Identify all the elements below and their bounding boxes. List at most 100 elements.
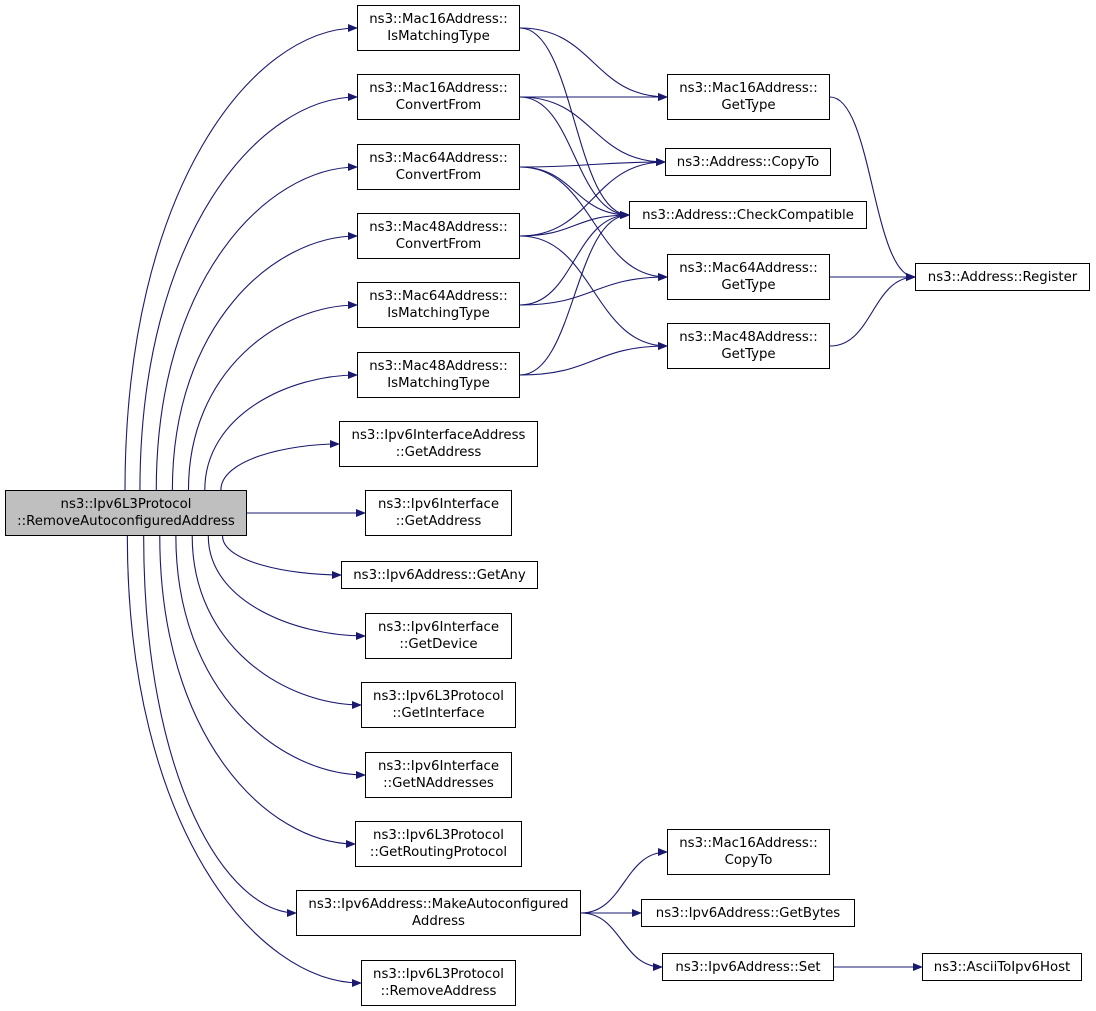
node-label-line: ns3::Mac48Address:: (369, 220, 508, 235)
node-label-line: ns3::Ipv6L3Protocol (373, 828, 504, 843)
node-label-line: ::GetDevice (399, 637, 478, 652)
edge-root-to-ipv6l3-get-routing-protocol (159, 535, 356, 848)
node-label-line: ns3::Ipv6Interface (378, 759, 499, 774)
node-ipv6-address-get-bytes[interactable]: ns3::Ipv6Address::GetBytes (641, 899, 855, 927)
node-mac64-is-matching-type[interactable]: ns3::Mac64Address::IsMatchingType (357, 282, 520, 328)
node-label-line: ConvertFrom (395, 168, 482, 183)
edge-mac16-is-matching-type-to-mac16-get-type (519, 27, 668, 101)
node-label-line: ns3::Mac16Address:: (369, 12, 508, 27)
node-label-line: IsMatchingType (387, 376, 490, 391)
edge-mac48-get-type-to-address-register (829, 273, 916, 347)
node-mac64-get-type[interactable]: ns3::Mac64Address::GetType (667, 254, 830, 300)
edge-root-to-ipv6-address-get-any (221, 535, 342, 579)
node-ipv6-address-set[interactable]: ns3::Ipv6Address::Set (662, 953, 834, 981)
edge-ipv6-address-make-autoconfigured-to-mac16-copy-to (580, 848, 668, 914)
node-ascii-to-ipv6-host[interactable]: ns3::AsciiToIpv6Host (922, 953, 1082, 981)
node-mac48-convert-from[interactable]: ns3::Mac48Address::ConvertFrom (357, 213, 520, 259)
node-address-copy-to[interactable]: ns3::Address::CopyTo (665, 148, 831, 176)
node-ipv6l3-remove-address[interactable]: ns3::Ipv6L3Protocol::RemoveAddress (361, 960, 516, 1006)
node-label-line: ns3::Ipv6L3Protocol (60, 497, 192, 512)
node-label-line: ConvertFrom (395, 98, 482, 113)
edge-ipv6-address-make-autoconfigured-to-ipv6-address-set (580, 912, 663, 971)
node-label-line: ns3::Ipv6InterfaceAddress (351, 428, 526, 443)
node-label-line: ns3::Mac48Address:: (369, 359, 508, 374)
node-label-line: ::RemoveAutoconfiguredAddress (17, 514, 235, 529)
edge-mac16-is-matching-type-to-address-check-compatible (519, 27, 630, 219)
node-mac16-copy-to[interactable]: ns3::Mac16Address::CopyTo (667, 829, 830, 875)
edge-root-to-mac16-is-matching-type (124, 24, 358, 491)
node-label-line: ns3::Ipv6Interface (378, 620, 499, 635)
node-label-line: ::GetRoutingProtocol (369, 845, 508, 860)
edge-root-to-mac16-convert-from (139, 93, 358, 491)
node-mac48-get-type[interactable]: ns3::Mac48Address::GetType (667, 323, 830, 369)
node-ipv6-interface-get-device[interactable]: ns3::Ipv6Interface::GetDevice (365, 613, 512, 659)
edge-root-to-ipv6-interface-get-device (207, 535, 366, 640)
node-ipv6-interface-get-n-addresses[interactable]: ns3::Ipv6Interface::GetNAddresses (365, 752, 512, 798)
node-label-line: ns3::Address::Register (927, 269, 1078, 285)
node-label-line: ns3::Address::CopyTo (676, 154, 820, 170)
node-label-line: ns3::Mac48Address:: (679, 330, 818, 345)
node-ipv6-interface-address-get-address[interactable]: ns3::Ipv6InterfaceAddress::GetAddress (339, 421, 538, 467)
edge-root-to-ipv6-address-make-autoconfigured (143, 535, 297, 917)
node-label-line: ns3::Ipv6Address::Set (675, 959, 821, 975)
node-label-line: GetType (721, 278, 776, 293)
node-label-line: ns3::Ipv6Address::MakeAutoconfigured (308, 897, 569, 912)
node-address-check-compatible[interactable]: ns3::Address::CheckCompatible (629, 201, 867, 229)
node-label-line: ::GetAddress (395, 514, 482, 529)
edge-root-to-mac64-is-matching-type (187, 301, 358, 491)
node-ipv6-interface-get-address[interactable]: ns3::Ipv6Interface::GetAddress (365, 490, 512, 536)
node-label-line: ::GetAddress (395, 445, 482, 460)
node-ipv6l3-get-routing-protocol[interactable]: ns3::Ipv6L3Protocol::GetRoutingProtocol (355, 821, 522, 867)
node-mac48-is-matching-type[interactable]: ns3::Mac48Address::IsMatchingType (357, 352, 520, 398)
node-label-line: ns3::Mac16Address:: (369, 81, 508, 96)
node-label-line: ::GetNAddresses (383, 776, 494, 791)
node-root: ns3::Ipv6L3Protocol::RemoveAutoconfigure… (5, 490, 247, 536)
edge-root-to-ipv6-interface-get-n-addresses (175, 535, 366, 779)
node-label-line: ::GetInterface (392, 706, 485, 721)
node-label-line: ns3::Mac16Address:: (679, 81, 818, 96)
edge-root-to-mac48-is-matching-type (204, 371, 358, 491)
edge-root-to-ipv6-interface-address-get-address (220, 440, 340, 491)
node-label-line: ns3::Mac64Address:: (369, 289, 508, 304)
edge-root-to-mac64-convert-from (155, 163, 358, 491)
node-label-line: ns3::AsciiToIpv6Host (933, 959, 1071, 975)
edge-mac48-is-matching-type-to-address-check-compatible (519, 211, 630, 376)
edge-mac16-convert-from-to-address-copy-to (519, 96, 666, 166)
node-label-line: IsMatchingType (387, 29, 490, 44)
edge-mac64-convert-from-to-mac64-get-type (519, 166, 668, 281)
edge-mac16-get-type-to-address-register (829, 96, 916, 281)
edge-mac64-is-matching-type-to-mac64-get-type (519, 273, 668, 306)
node-label-line: ns3::Ipv6Address::GetBytes (655, 905, 841, 921)
node-label-line: ns3::Mac16Address:: (679, 836, 818, 851)
edge-root-to-ipv6l3-remove-address (126, 535, 362, 987)
node-label-line: IsMatchingType (387, 306, 490, 321)
node-mac16-get-type[interactable]: ns3::Mac16Address::GetType (667, 74, 830, 120)
node-address-register[interactable]: ns3::Address::Register (915, 263, 1090, 291)
node-mac16-is-matching-type[interactable]: ns3::Mac16Address::IsMatchingType (357, 5, 520, 51)
edge-mac16-convert-from-to-address-check-compatible (519, 96, 630, 219)
node-label-line: ::RemoveAddress (380, 984, 497, 999)
node-label-line: ns3::Ipv6L3Protocol (373, 967, 504, 982)
node-label-line: GetType (721, 98, 776, 113)
edge-root-to-ipv6l3-get-interface (191, 535, 362, 709)
edge-mac48-is-matching-type-to-mac48-get-type (519, 342, 668, 376)
node-label-line: Address (412, 914, 465, 929)
node-label-line: ns3::Address::CheckCompatible (642, 207, 854, 223)
edge-mac48-convert-from-to-address-copy-to (519, 158, 666, 237)
node-ipv6-address-get-any[interactable]: ns3::Ipv6Address::GetAny (341, 561, 538, 589)
edge-mac48-convert-from-to-address-check-compatible (519, 211, 630, 237)
node-label-line: ConvertFrom (395, 237, 482, 252)
node-label-line: ns3::Ipv6Address::GetAny (353, 567, 526, 583)
node-label-line: CopyTo (724, 853, 773, 868)
edge-mac64-is-matching-type-to-address-check-compatible (519, 211, 630, 306)
node-ipv6l3-get-interface[interactable]: ns3::Ipv6L3Protocol::GetInterface (361, 682, 516, 728)
node-label-line: ns3::Mac64Address:: (679, 261, 818, 276)
node-mac16-convert-from[interactable]: ns3::Mac16Address::ConvertFrom (357, 74, 520, 120)
edge-root-to-mac48-convert-from (171, 232, 358, 491)
node-label-line: GetType (721, 347, 776, 362)
node-label-line: ns3::Ipv6L3Protocol (373, 689, 504, 704)
node-mac64-convert-from[interactable]: ns3::Mac64Address::ConvertFrom (357, 144, 520, 190)
